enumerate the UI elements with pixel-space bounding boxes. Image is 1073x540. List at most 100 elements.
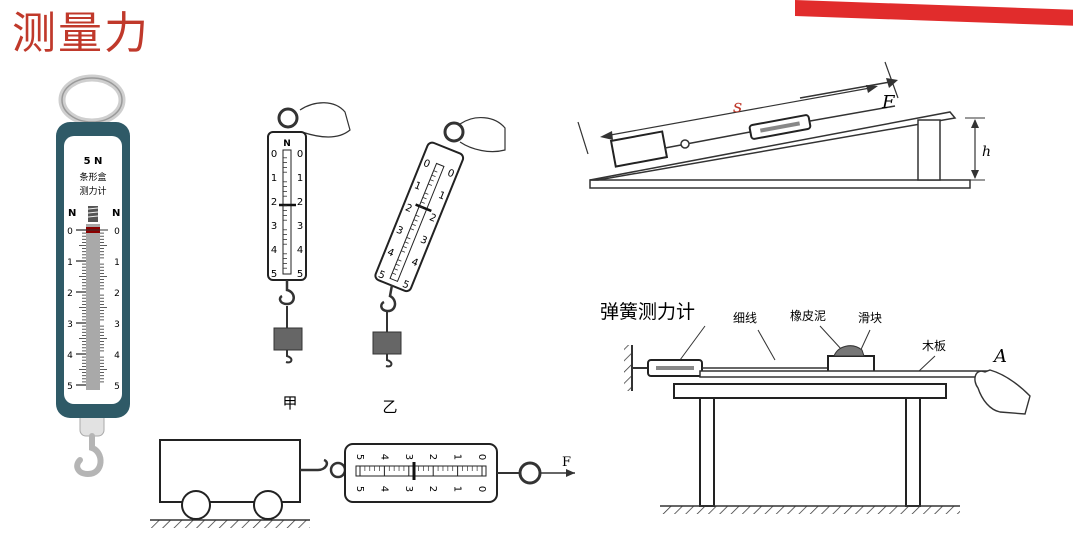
meter-c-ring: [518, 461, 542, 485]
weight-a: [273, 327, 303, 351]
big-tick-label-left: 2: [67, 289, 73, 299]
point-a-label: A: [992, 346, 1007, 367]
cart-force-label: F: [562, 455, 571, 470]
meter-a-tick-label-right: 3: [297, 221, 303, 232]
block-label: 滑块: [858, 311, 882, 325]
meter-b-minor-tick: [411, 223, 416, 226]
meter-a-tick-label-left: 4: [271, 245, 277, 256]
hand-a-icon: [299, 102, 351, 138]
meter-c-tick-label-top: 0: [476, 454, 487, 460]
meter-c-tick-label-bottom: 2: [427, 486, 438, 492]
meter-b-tick-label-right: 0: [446, 168, 456, 181]
meter-b-minor-tick: [406, 237, 411, 240]
wall: [624, 345, 632, 391]
cart-hook: [300, 458, 329, 472]
big-range-label: 5 N: [84, 156, 103, 167]
meter-b-minor-tick: [419, 205, 424, 209]
big-unit-left: N: [68, 208, 76, 219]
force-arrow-c: [566, 469, 575, 477]
meter-b-minor-tick: [428, 183, 433, 186]
meter-c-tick-label-bottom: 4: [378, 486, 389, 492]
big-tick-label-right: 1: [114, 258, 120, 268]
meter-a-tick-label-right: 2: [297, 197, 303, 208]
meter-b-tick-label-right: 3: [419, 234, 429, 247]
meter-a-tick-label-left: 3: [271, 221, 277, 232]
meter-b-minor-tick: [415, 214, 420, 218]
big-tick-label-right: 3: [114, 320, 120, 330]
cart-wheel-left: [181, 490, 211, 520]
meter-b-tick-label-left: 4: [386, 247, 396, 260]
label-b: 乙: [382, 398, 397, 416]
board-label: 木板: [922, 339, 946, 353]
big-name-line2: 测力计: [79, 185, 106, 197]
incline-diagram: F s h: [577, 61, 991, 189]
meter-b-tick-label-right: 5: [401, 279, 411, 292]
meter-c-tick-label-bottom: 1: [452, 486, 463, 492]
big-tick-label-left: 1: [67, 258, 73, 268]
bottom-hook: [74, 433, 104, 478]
slider-block: [827, 355, 875, 373]
ring-b: [443, 121, 465, 143]
meter-c-tick-label-top: 2: [427, 454, 438, 460]
meter-a-tick-label-left: 5: [271, 269, 277, 280]
table-leg-left: [699, 397, 715, 507]
meter-b-minor-tick: [402, 245, 407, 249]
meter-b-tick-label-right: 2: [428, 212, 438, 225]
friction-ground: [660, 506, 960, 514]
big-tick-label-left: 4: [67, 351, 73, 361]
meter-c-tick-label-bottom: 3: [403, 486, 414, 492]
meter-a-hook: [278, 280, 295, 306]
incline-support: [917, 119, 941, 181]
meter-b-minor-tick: [420, 201, 425, 204]
meter-b-tick-label-right: 1: [437, 190, 447, 203]
table-top: [673, 383, 947, 399]
incline-base: [589, 179, 971, 189]
meter-b-tick-label-left: 0: [421, 158, 431, 171]
meter-b-pointer: [415, 203, 432, 213]
incline-block: [609, 130, 669, 168]
meter-b-minor-tick: [431, 174, 436, 177]
big-tick-label-right: 2: [114, 289, 120, 299]
table-leg-right: [905, 397, 921, 507]
meter-b-minor-tick: [413, 219, 418, 222]
meter-c-tick-label-top: 1: [452, 454, 463, 460]
page-title: 测量力: [12, 8, 150, 59]
incline-board: [589, 111, 957, 181]
big-tick-label-right: 0: [114, 227, 120, 237]
meter-a-tick-label-left: 1: [271, 173, 277, 184]
friction-meter-label: 弹簧测力计: [600, 301, 695, 323]
meter-b-minor-tick: [424, 192, 429, 195]
putty: [833, 345, 865, 357]
hand-icon: [974, 369, 1031, 415]
meter-a-tick-label-right: 4: [297, 245, 303, 256]
height-label: h: [982, 144, 991, 160]
meter-c-tick-label-top: 3: [403, 454, 414, 460]
meter-b-minor-tick: [401, 250, 406, 253]
ring-a: [277, 107, 299, 129]
big-tick-label-left: 3: [67, 320, 73, 330]
meter-b-tick-label-left: 3: [395, 225, 405, 238]
meter-b-tick-label-right: 4: [410, 257, 420, 270]
meter-b-minor-tick: [429, 179, 434, 182]
string-label: 细线: [733, 311, 757, 325]
meter-b-minor-tick: [410, 228, 415, 231]
meter-a-tick-label-right: 0: [297, 149, 303, 160]
cart-body: [159, 439, 301, 503]
meter-b-minor-tick: [433, 170, 438, 173]
distance-label: s: [733, 96, 742, 117]
meter-b-tick-label-left: 1: [412, 180, 422, 193]
putty-label: 橡皮泥: [790, 309, 826, 323]
meter-b-tick-label-left: 5: [377, 269, 387, 282]
meter-a-tick-label-right: 1: [297, 173, 303, 184]
meter-c-tick-label-bottom: 5: [354, 486, 365, 492]
meter-a-tick-label-left: 0: [271, 149, 277, 160]
meter-b-minor-tick: [404, 241, 409, 244]
